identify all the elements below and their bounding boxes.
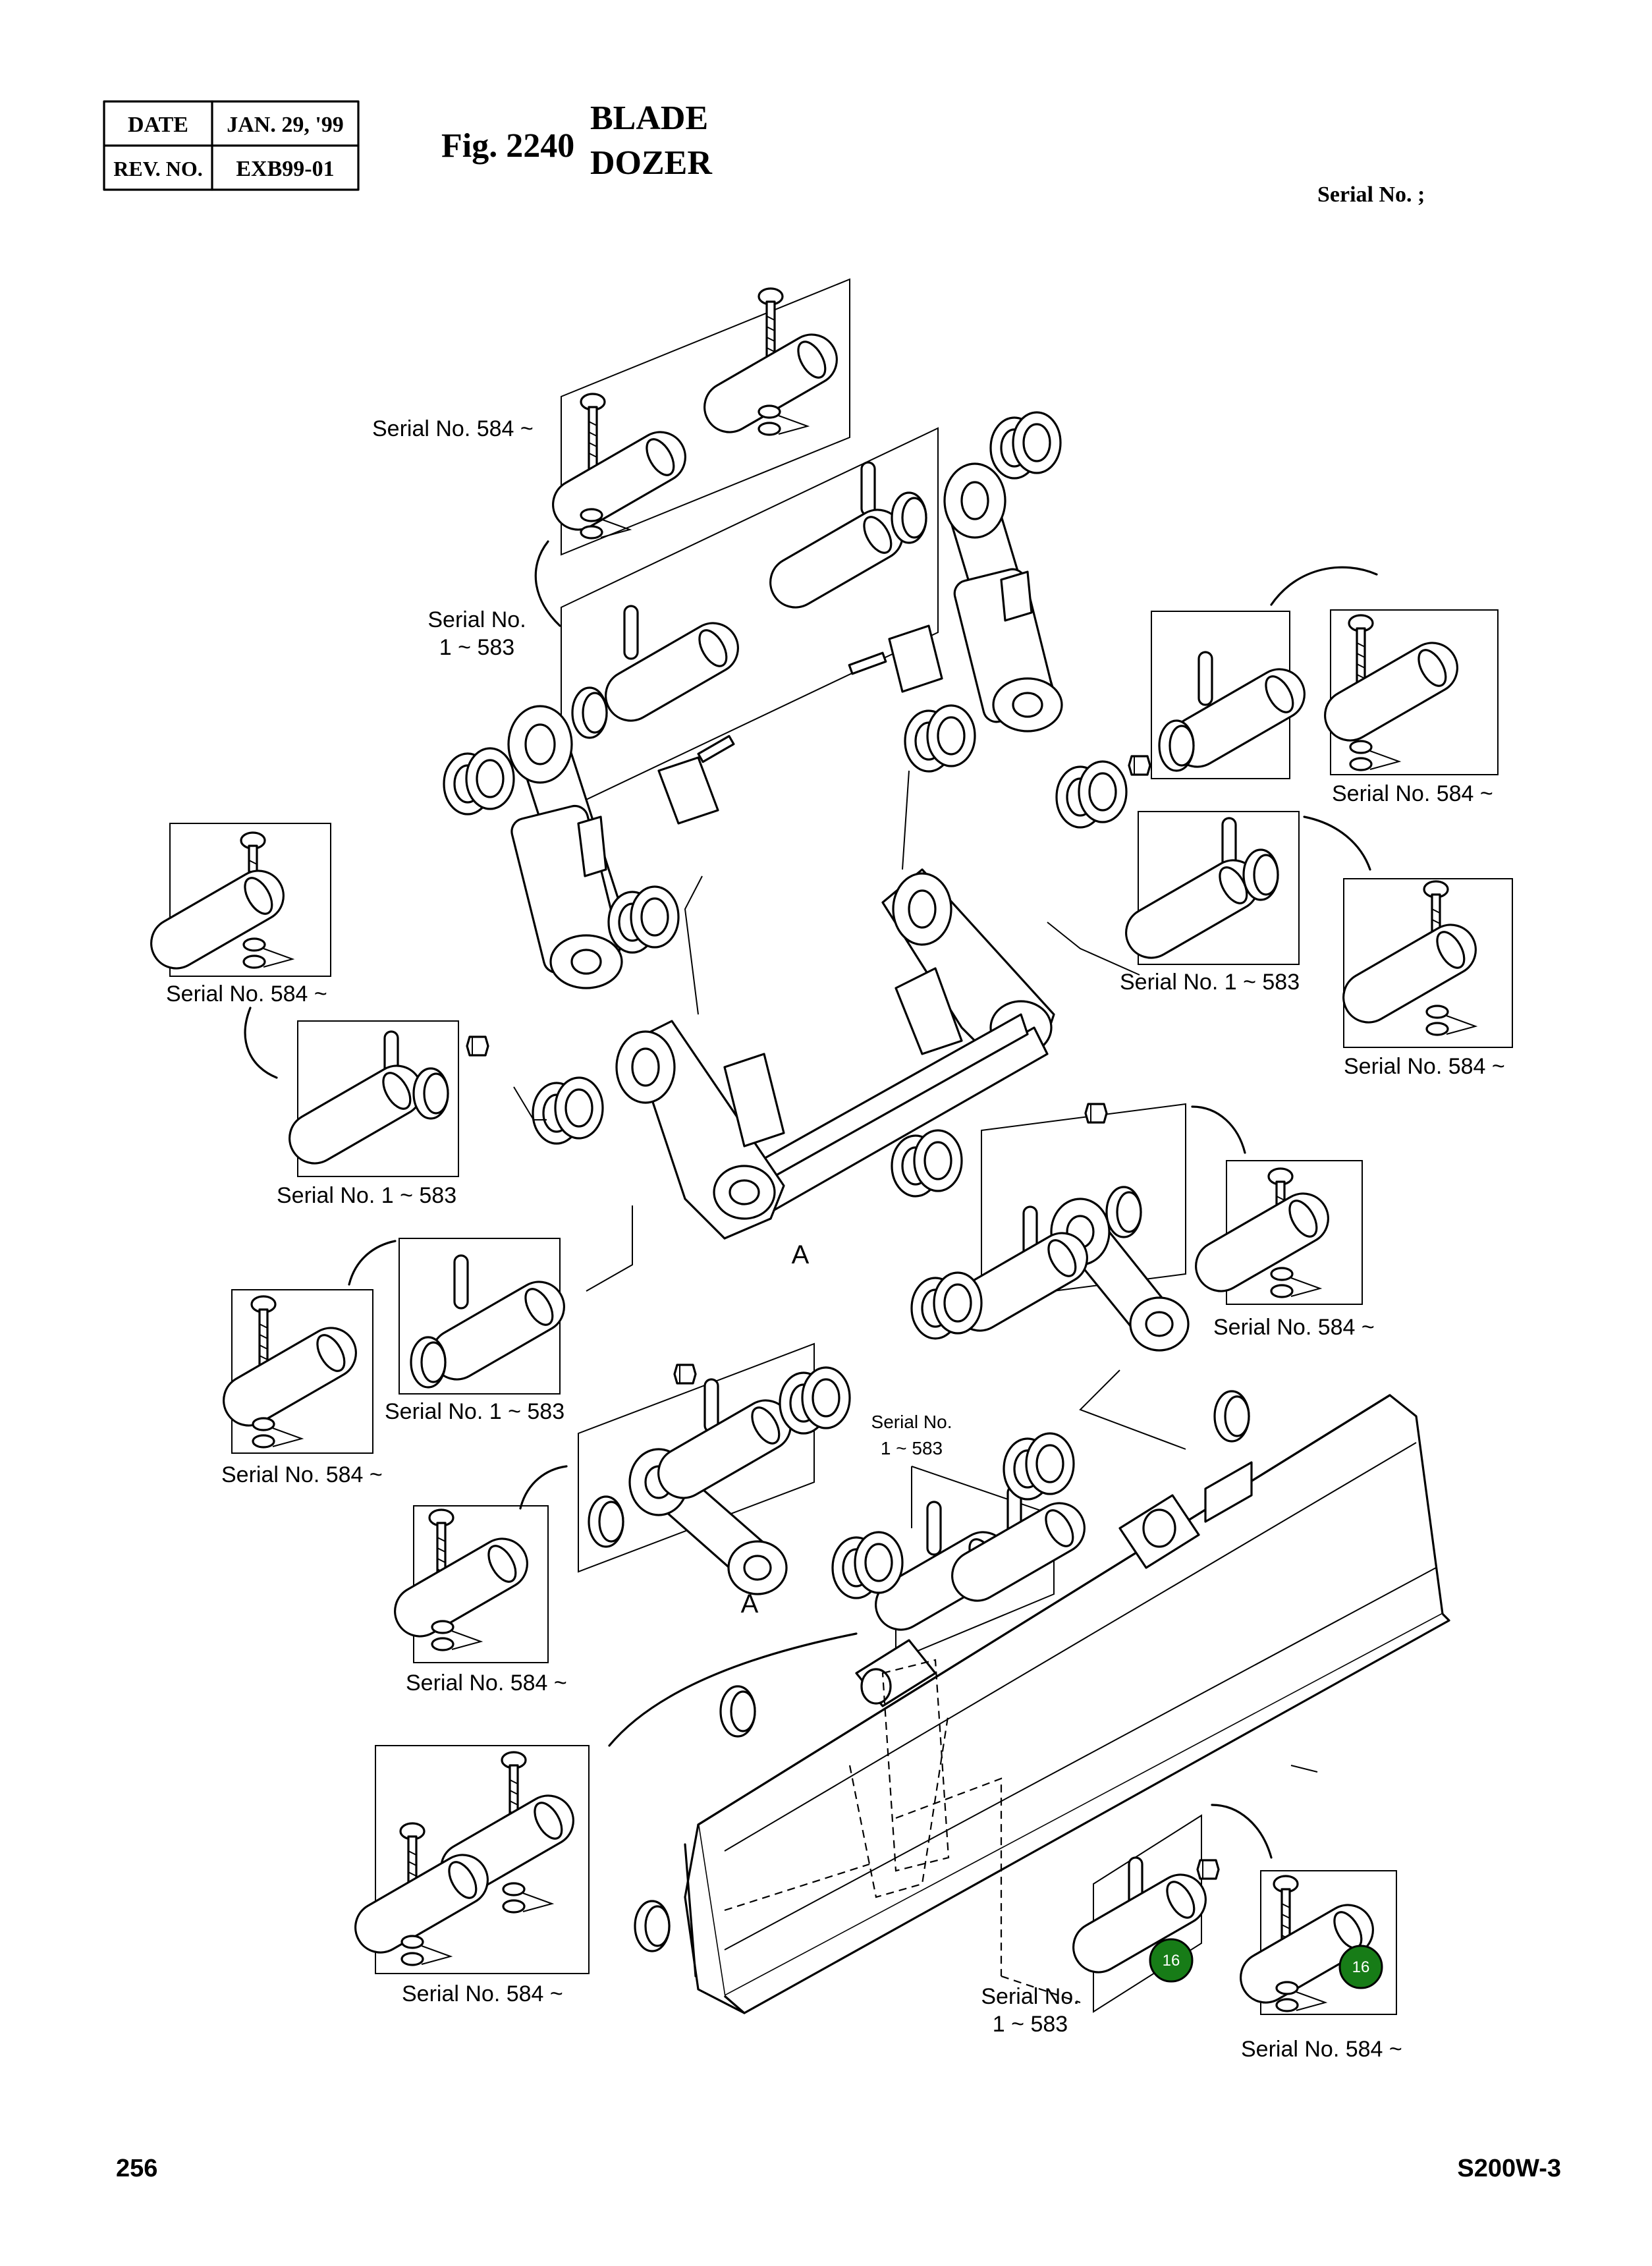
label-serial-584-left-b: Serial No. 584 ~: [221, 1462, 383, 1487]
inset-left-1-583-b: [399, 1238, 574, 1395]
inset-left-584-c: [385, 1505, 549, 1663]
label-serial-584-right-c: Serial No. 584 ~: [1213, 1315, 1375, 1340]
right-cylinder: [943, 462, 1063, 732]
inset-right-1-583-b: [1116, 811, 1300, 968]
label-serial-584-left-a: Serial No. 584 ~: [166, 981, 327, 1007]
label-serial-top-word: Serial No.: [427, 607, 526, 632]
label-serial-bottom-range: 1 ~ 583: [993, 2012, 1068, 2037]
figure-title-line2: DOZER: [590, 144, 713, 182]
left-cylinder: [507, 705, 627, 989]
callout-16-b: 16: [1338, 1945, 1383, 1989]
label-serial-584-bottom-left: Serial No. 584 ~: [402, 1981, 563, 2006]
inset-top-584: [543, 278, 850, 556]
callout-16-a: 16: [1149, 1938, 1194, 1983]
label-serial-584-top: Serial No. 584 ~: [372, 416, 534, 441]
rev-value: EXB99-01: [236, 157, 334, 181]
date-label: DATE: [128, 113, 188, 137]
callout-16-b-text: 16: [1352, 1958, 1370, 1976]
inset-left-584-a: [141, 823, 331, 979]
label-serial-1-583-left-b: Serial No. 1 ~ 583: [385, 1399, 564, 1424]
inset-left-1-583-a: [279, 1020, 459, 1177]
label-serial-center-word: Serial No.: [871, 1412, 952, 1432]
inset-bottom-right-584: [1230, 1870, 1397, 2015]
main-frame: [615, 868, 1055, 1240]
figure-number: Fig. 2240: [441, 127, 574, 165]
dozer-blade: [684, 1394, 1450, 2014]
inset-right-upper-box: [1151, 611, 1315, 779]
right-link-arm: [945, 1103, 1190, 1352]
leader-lines: [513, 770, 1318, 1773]
figure-title-line1: BLADE: [590, 99, 708, 137]
label-serial-584-left-c: Serial No. 584 ~: [406, 1671, 567, 1696]
center-pin-box: [866, 1466, 1095, 1661]
label-serial-584-right-b: Serial No. 584 ~: [1344, 1054, 1505, 1079]
page-number: 256: [116, 2155, 157, 2182]
inset-right-584-c: [1186, 1160, 1363, 1305]
reference-a-lower: A: [741, 1589, 759, 1618]
callout-16-a-text: 16: [1163, 1952, 1180, 1970]
label-serial-bottom-word: Serial No.: [981, 1984, 1079, 2009]
label-serial-1-583-left-a: Serial No. 1 ~ 583: [277, 1183, 456, 1208]
label-serial-center-range: 1 ~ 583: [881, 1438, 943, 1458]
rev-label: REV. NO.: [113, 157, 202, 180]
label-serial-top-range: 1 ~ 583: [439, 635, 514, 660]
inset-bottom-1-583: [1063, 1814, 1220, 2013]
reference-a-upper: A: [792, 1240, 810, 1269]
inset-right-584-a: [1315, 609, 1499, 775]
inset-right-584-b: [1333, 878, 1513, 1048]
inset-bottom-left-584: [345, 1745, 590, 1974]
date-value: JAN. 29, '99: [227, 113, 344, 137]
inset-left-584-b: [213, 1289, 373, 1454]
valve-blocks: [657, 624, 943, 825]
lower-left-link-arm: [578, 1342, 815, 1595]
header-date-table: DATE JAN. 29, '99 REV. NO. EXB99-01: [103, 100, 360, 191]
label-serial-584-right-a: Serial No. 584 ~: [1332, 781, 1493, 806]
label-serial-584-bottom-right: Serial No. 584 ~: [1241, 2037, 1402, 2062]
header-serial-no: Serial No. ;: [1317, 182, 1425, 207]
label-serial-1-583-right: Serial No. 1 ~ 583: [1120, 970, 1300, 995]
model-code: S200W-3: [1457, 2155, 1561, 2182]
